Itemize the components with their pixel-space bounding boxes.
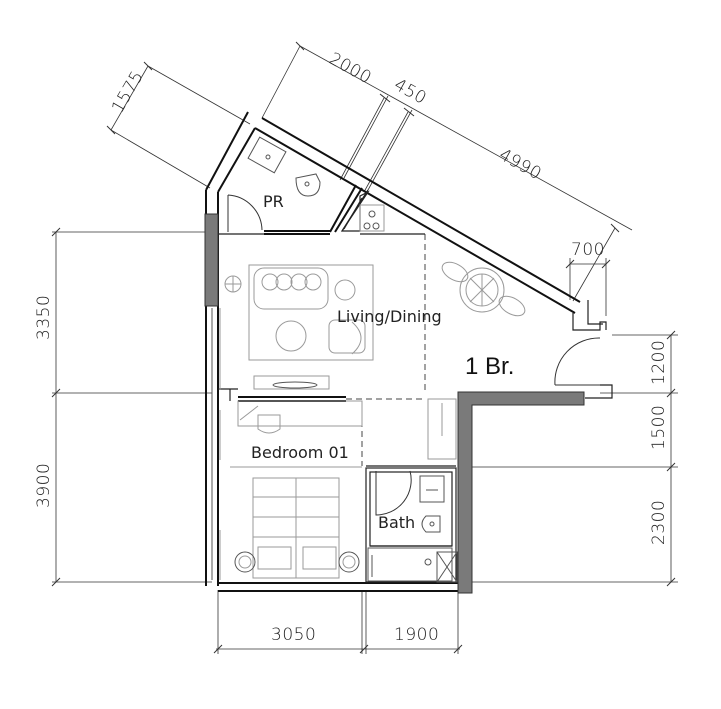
- column-left: [204, 213, 219, 307]
- dim-450: 450: [391, 75, 430, 109]
- dim-3350: 3350: [34, 295, 54, 340]
- powder-room: [227, 136, 385, 232]
- pr-door: [227, 194, 263, 232]
- dining-table: [459, 267, 505, 313]
- bath-door: [375, 470, 412, 516]
- pillow-right: [302, 546, 337, 570]
- living-furniture: [224, 261, 601, 390]
- dimension-labels: 1575 2000 450 4990 700 3350 3900 1200 15…: [34, 49, 669, 645]
- column-core: [457, 391, 585, 594]
- dim-2000: 2000: [326, 49, 375, 88]
- desk: [237, 400, 363, 427]
- pr-sink: [247, 136, 287, 174]
- dim-2300: 2300: [649, 500, 669, 545]
- coffee-table: [275, 320, 307, 352]
- hob-icon: [359, 204, 385, 232]
- bath-fixtures: [367, 470, 458, 583]
- structural-columns: [204, 213, 585, 594]
- nightstand-lamp-right: [338, 551, 360, 573]
- bath-toilet: [421, 515, 441, 533]
- entry-door: [554, 337, 601, 386]
- pillow-left: [257, 546, 292, 570]
- bath-sink: [419, 475, 445, 503]
- bedroom-furniture: [230, 398, 457, 579]
- dimension-lines: [51, 41, 678, 654]
- dim-4990: 4990: [496, 145, 545, 184]
- tv-console: [253, 375, 330, 390]
- pr-toilet: [295, 173, 321, 197]
- dim-3900: 3900: [34, 463, 54, 508]
- armchair: [328, 319, 366, 354]
- shaft: [436, 551, 458, 583]
- rug: [248, 264, 374, 361]
- dim-3050: 3050: [271, 625, 316, 645]
- dim-1575: 1575: [108, 67, 148, 116]
- dim-1500: 1500: [649, 405, 669, 450]
- desk-chair: [257, 414, 281, 434]
- dim-1900: 1900: [394, 625, 439, 645]
- dim-1200: 1200: [649, 340, 669, 385]
- side-table: [334, 279, 356, 301]
- shower: [367, 547, 453, 582]
- unit-type-label: 1 Br.: [465, 353, 514, 380]
- wardrobe: [427, 398, 457, 460]
- room-labels: PR Living/Dining Bedroom 01 Bath 1 Br.: [251, 192, 514, 532]
- room-label-bedroom: Bedroom 01: [251, 443, 349, 462]
- window-curtain-left: [211, 308, 221, 580]
- room-label-pr: PR: [263, 192, 284, 211]
- nightstand-lamp-left: [234, 551, 256, 573]
- room-label-bath: Bath: [378, 513, 415, 532]
- sofa: [253, 267, 329, 310]
- room-label-living-dining: Living/Dining: [337, 307, 442, 326]
- dim-700: 700: [571, 240, 605, 260]
